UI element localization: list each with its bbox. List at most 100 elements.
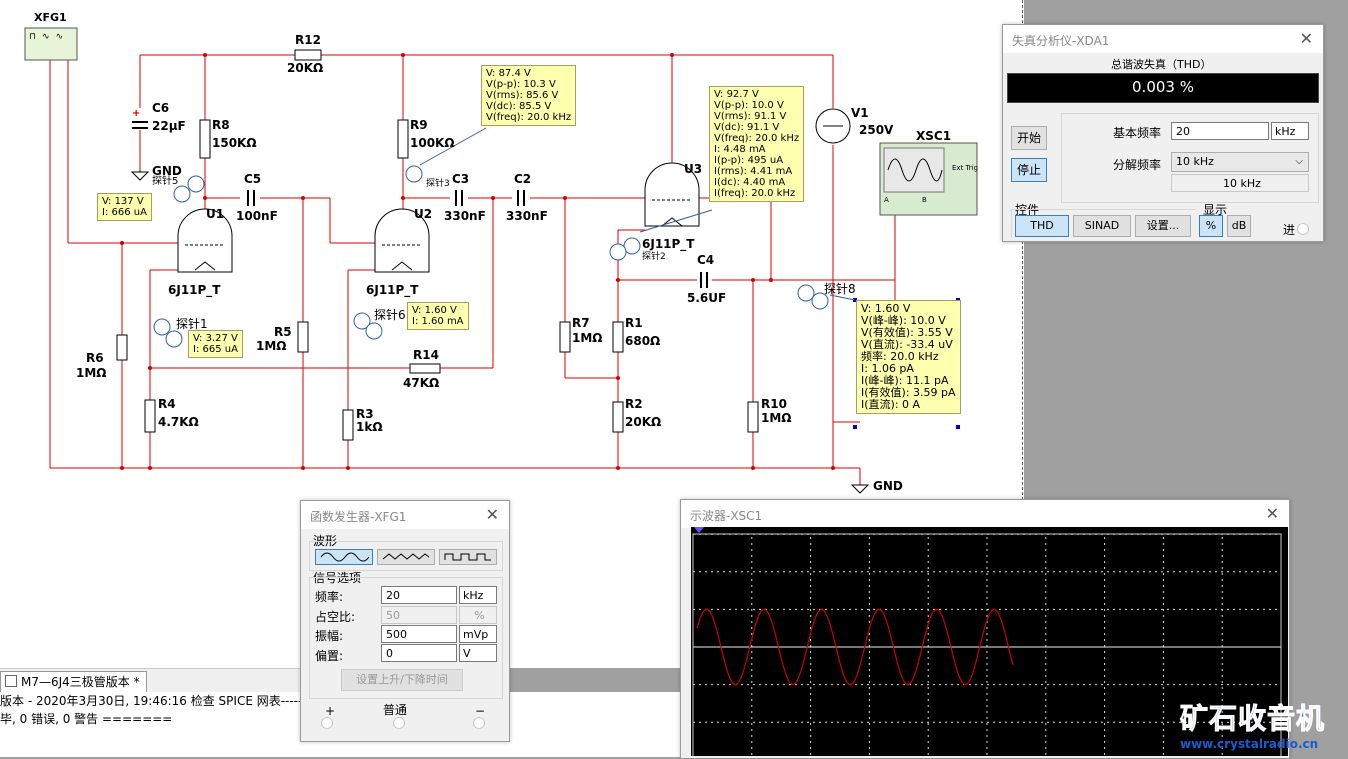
probe2-label[interactable]: 探针2 [642,252,666,262]
c5-label: C5 [244,172,262,186]
distortion-title: 失真分析仪-XDA1 [1012,34,1110,48]
oscilloscope-window[interactable]: 示波器-XSC1 ✕ [680,499,1290,759]
r2-value: 20KΩ [625,415,662,429]
u3-type: 6J11P_T [642,237,695,251]
c4-value: 5.6UF [687,291,727,305]
probe5-readout: V: 137 V I: 666 uA [97,193,152,221]
close-icon[interactable]: ✕ [1299,29,1313,48]
probe1-label[interactable]: 探针1 [176,317,208,331]
u1-label: U1 [206,207,225,221]
r10-value: 1MΩ [761,411,792,425]
close-icon[interactable]: ✕ [1265,504,1279,523]
input-terminal[interactable] [1297,223,1309,235]
fund-freq-input[interactable]: 20 [1171,122,1269,140]
db-button[interactable]: dB [1227,215,1251,237]
close-icon[interactable]: ✕ [485,505,499,524]
page-boundary [1022,0,1024,505]
scope-screen[interactable] [691,527,1288,759]
xsc-label: XSC1 [916,129,952,143]
scope-trace-channel-a [696,608,1014,686]
tab-circuit[interactable]: M7—6J4三极管版本 * [0,671,147,692]
r2-label: R2 [625,397,643,411]
plus-terminal[interactable] [321,717,333,729]
document-tabbar: M7—6J4三极管版本 * [0,668,300,693]
square-wave-button[interactable] [439,549,497,565]
r8-body [199,119,211,159]
r14-value: 47KΩ [403,376,440,390]
settings-button[interactable]: 设置... [1135,215,1191,237]
r1-label: R1 [625,316,643,330]
r10-label: R10 [761,397,787,411]
rise-fall-button[interactable]: 设置上升/下降时间 [341,669,463,691]
freq-unit[interactable]: kHz [459,586,497,604]
distortion-titlebar[interactable]: 失真分析仪-XDA1 ✕ [1003,25,1323,53]
triangle-wave-button[interactable] [377,549,435,565]
distortion-analyzer-window[interactable]: 失真分析仪-XDA1 ✕ 总谐波失真（THD） 0.003 % 开始 停止 基本… [1002,24,1324,242]
amp-input[interactable]: 500 [381,625,457,643]
r7-value: 1MΩ [572,331,603,345]
scope-channel-b: B [922,196,927,204]
r4-label: R4 [158,397,176,411]
duty-input[interactable]: 50 [381,606,457,624]
r6-label: R6 [86,351,104,365]
offset-label: 偏置: [315,649,344,663]
controls-group [1011,209,1196,238]
freq-input[interactable]: 20 [381,586,457,604]
v1-value: 250V [859,123,894,137]
c2-label: C2 [514,172,532,186]
r3-value: 1kΩ [356,420,383,434]
c6-plus: + [132,108,141,119]
u1-type: 6J11P_T [168,283,221,297]
sinad-button[interactable]: SINAD [1073,215,1131,237]
common-terminal[interactable] [393,717,405,729]
probe6-label[interactable]: 探针6 [374,308,406,322]
offset-unit[interactable]: V [459,644,497,662]
function-generator-window[interactable]: 函数发生器-XFG1 ✕ 波形 信号选项 频率: 20 kHz 占空比: 50 … [300,500,510,742]
scope-titlebar[interactable]: 示波器-XSC1 ✕ [681,500,1289,528]
duty-unit: % [459,606,497,624]
site-watermark: 矿石收音机 www.crystalradio.cn [1178,697,1343,757]
c2-value: 330nF [506,209,548,223]
schematic-canvas[interactable]: XFG1 ⊓∿∿ R12 20KΩ + C6 22μF GND R8 150KΩ… [0,0,1024,668]
resolution-readout: 10 kHz [1171,174,1309,192]
resolution-select[interactable]: 10 kHz ⌵ [1171,152,1309,172]
probe8-readout[interactable]: V: 1.60 V V(峰-峰): 10.0 V V(有效值): 3.55 V … [856,300,961,414]
probe8-label[interactable]: 探针8 [824,282,856,296]
funcgen-titlebar[interactable]: 函数发生器-XFG1 ✕ [301,501,509,529]
signal-options-group [309,577,503,699]
minus-terminal[interactable] [473,717,485,729]
u2-type: 6J11P_T [366,283,419,297]
display-label: 显示 [1203,203,1228,217]
watermark-brand: 矿石收音机 [1179,702,1326,736]
signal-options-label: 信号选项 [313,571,362,585]
percent-button[interactable]: % [1199,215,1223,237]
offset-input[interactable]: 0 [381,644,457,662]
c6-label: C6 [152,101,170,115]
u2-label: U2 [414,207,433,221]
r5-value: 1MΩ [256,339,287,353]
common-terminal-label: 普通 [383,703,408,717]
fund-freq-unit[interactable]: kHz [1271,122,1309,140]
resolution-label: 分解频率 [1113,158,1162,172]
thd-button[interactable]: THD [1015,215,1069,237]
duty-label: 占空比: [315,610,356,624]
scope-channel-a: A [884,196,889,204]
probe3-label[interactable]: 探针3 [426,179,450,189]
schematic-wires [24,27,978,494]
c6-value: 22μF [152,119,186,133]
triangle-icon [382,553,430,560]
start-button[interactable]: 开始 [1011,126,1047,150]
stop-button[interactable]: 停止 [1011,158,1047,182]
v1-label: V1 [851,106,869,120]
probe5-label[interactable]: 探针5 [152,176,179,187]
probe2-readout: V: 92.7 V V(p-p): 10.0 V V(rms): 91.1 V … [709,86,805,202]
c4-label: C4 [697,253,715,267]
r9-value: 100KΩ [410,136,455,150]
amp-unit[interactable]: mVp [459,625,497,643]
gnd-label-1: GND [152,164,182,178]
minus-terminal-label: − [475,704,486,718]
sine-wave-button[interactable] [315,549,373,565]
c5-value: 100nF [236,209,278,223]
c3-label: C3 [452,172,470,186]
plus-terminal-label: + [325,704,336,718]
